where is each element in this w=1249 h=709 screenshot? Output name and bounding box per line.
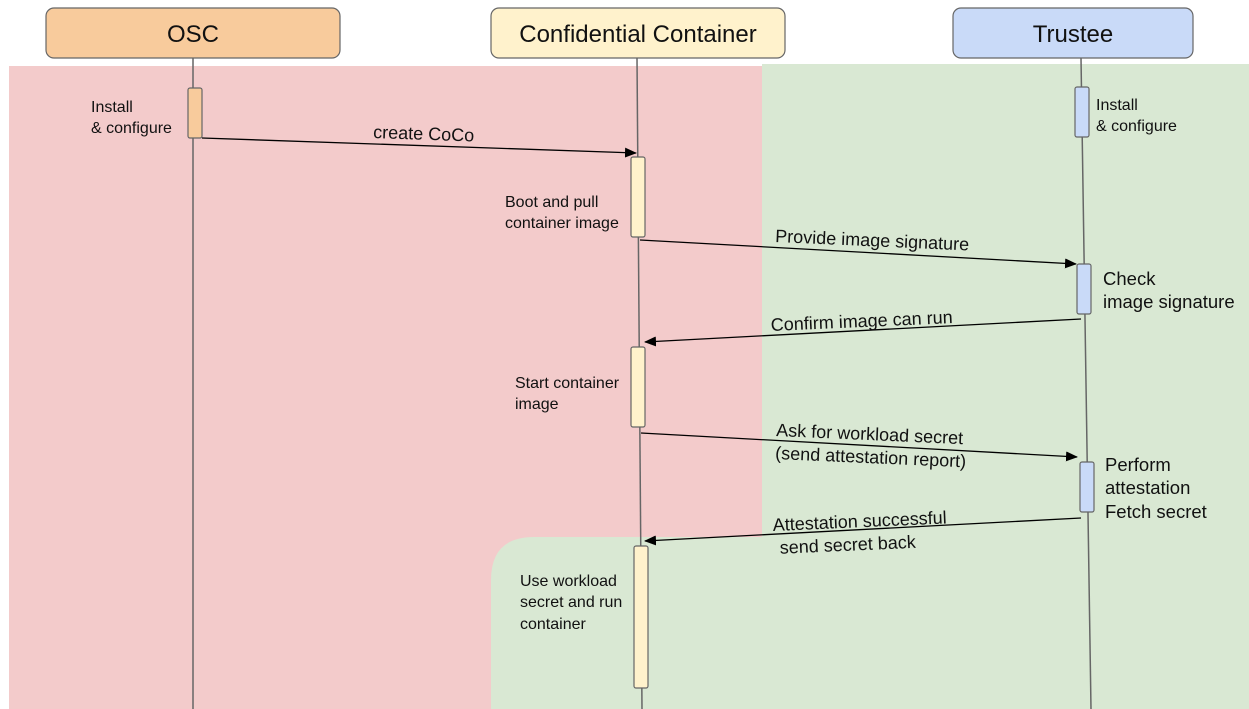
activation-trustee-check	[1076, 263, 1092, 315]
activation-container-boot	[630, 156, 646, 238]
trusted-zone	[762, 64, 1249, 709]
actor-trustee: Trustee	[952, 7, 1194, 59]
note-trustee-attest: Perform attestation Fetch secret	[1105, 454, 1207, 522]
activation-trustee-attest	[1079, 461, 1095, 513]
trustee-lifeline	[1080, 57, 1092, 709]
actor-label: Trustee	[1033, 21, 1113, 48]
note-osc-install: Install & configure	[91, 99, 172, 137]
actor-label: Confidential Container	[519, 21, 756, 48]
trusted-zone-extension	[491, 537, 764, 709]
message-label: create CoCo	[373, 122, 475, 146]
note-trustee-install: Install & configure	[1096, 97, 1177, 135]
note-container-start: Start container image	[515, 375, 624, 413]
activation-container-start	[630, 346, 646, 428]
actor-confidential-container: Confidential Container	[490, 7, 786, 59]
activation-trustee-install	[1074, 86, 1090, 138]
activation-osc-install	[187, 87, 203, 139]
note-container-run: Use workload secret and run container	[520, 573, 627, 633]
note-trustee-check: Check image signature	[1103, 268, 1235, 312]
activation-container-run	[633, 545, 649, 689]
actor-label: OSC	[167, 21, 219, 48]
note-container-boot: Boot and pull container image	[505, 194, 619, 232]
actor-osc: OSC	[45, 7, 341, 59]
message-create-coco: create CoCo	[201, 122, 637, 158]
